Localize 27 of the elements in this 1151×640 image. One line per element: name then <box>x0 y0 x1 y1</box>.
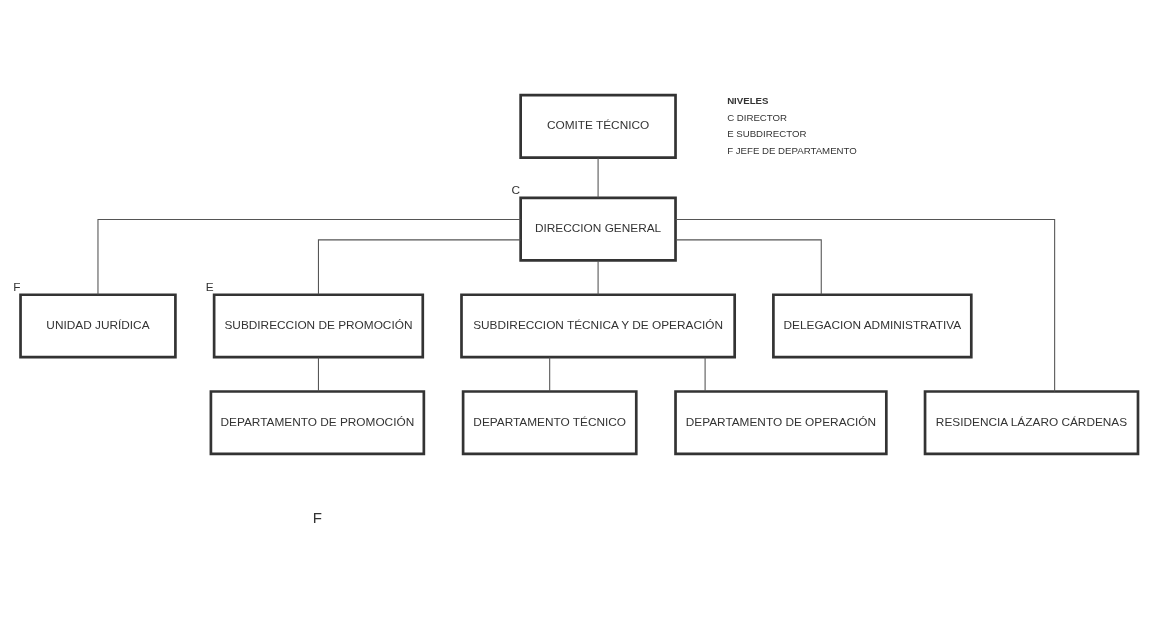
node-box: DEPARTAMENTO TÉCNICO <box>461 390 638 456</box>
node-box: DELEGACION ADMINISTRATIVA <box>772 293 973 359</box>
connector <box>317 239 522 295</box>
node-box: SUBDIRECCION TÉCNICA Y DE OPERACIÓN <box>460 293 737 359</box>
legend-label: F JEFE DE DEPARTAMENTO <box>727 144 857 156</box>
connector <box>675 218 1056 392</box>
node-box: UNIDAD JURÍDICA <box>19 293 177 359</box>
connector <box>704 357 706 392</box>
node-box: COMITE TÉCNICO <box>519 93 677 159</box>
label: F <box>312 509 322 527</box>
node-box: DEPARTAMENTO DE OPERACIÓN <box>674 390 888 456</box>
connector <box>597 157 599 199</box>
connector <box>317 357 319 392</box>
node-label: C <box>511 183 521 198</box>
label: NIVELES <box>727 95 769 107</box>
legend-label: E SUBDIRECTOR <box>727 128 807 140</box>
connector <box>675 239 822 295</box>
node-label: E <box>205 280 214 295</box>
node-box: DIRECCION GENERAL <box>519 196 677 262</box>
node-box: DEPARTAMENTO DE PROMOCIÓN <box>209 390 426 456</box>
node-box: SUBDIRECCION DE PROMOCIÓN <box>212 293 425 359</box>
connector <box>549 357 551 392</box>
connector <box>97 218 522 296</box>
connector <box>597 260 599 296</box>
node-label: F <box>13 280 21 295</box>
node-box: RESIDENCIA LÁZARO CÁRDENAS <box>923 390 1140 456</box>
legend-label: C DIRECTOR <box>727 112 788 124</box>
